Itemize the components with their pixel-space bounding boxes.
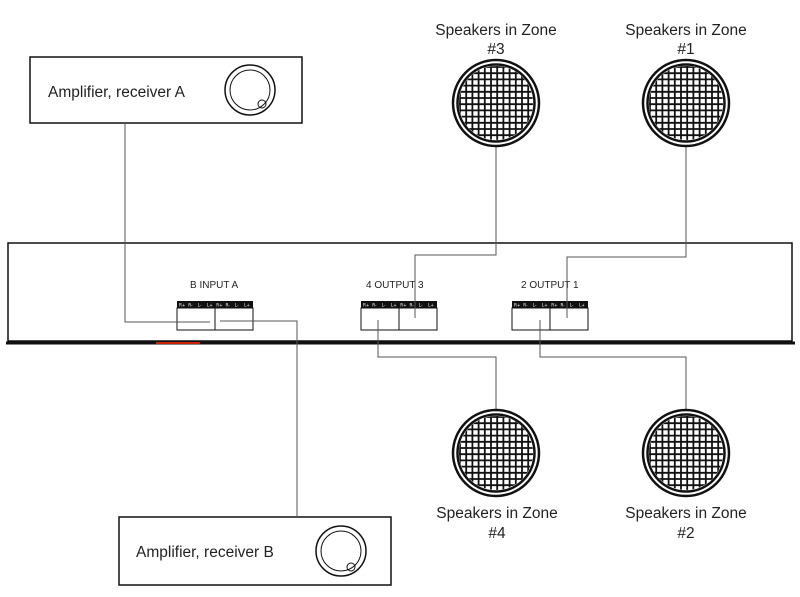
speaker-zone-4-number: #4 [488, 525, 506, 542]
terminal-label: L+ [391, 303, 397, 308]
amplifier-a-box [29, 56, 303, 124]
speaker-icon [641, 408, 731, 498]
amplifier-b-label: Amplifier, receiver B [136, 544, 274, 561]
speaker-zone-3: Speakers in Zone #3 [435, 22, 557, 148]
wire-zone-2 [539, 320, 687, 410]
terminal-label: R+ [363, 303, 370, 308]
speaker-zone-2: Speakers in Zone #2 [625, 408, 747, 542]
terminal-label: R- [372, 303, 377, 308]
terminal-label: L- [198, 303, 202, 308]
wire-amp-a [124, 123, 210, 323]
terminal-label: R- [188, 303, 193, 308]
terminal-label: L+ [207, 303, 213, 308]
speaker-icon [451, 58, 541, 148]
speaker-icon [451, 408, 541, 498]
speaker-zone-1: Speakers in Zone #1 [625, 22, 747, 148]
amplifier-b: Amplifier, receiver B [118, 516, 392, 586]
wire-zone-1 [566, 146, 687, 318]
speaker-zone-1-number: #1 [677, 41, 694, 58]
speaker-zone-1-label: Speakers in Zone [625, 22, 747, 39]
wire-zone-4 [377, 320, 497, 410]
speaker-zone-3-number: #3 [487, 41, 504, 58]
wire-zone-3 [414, 146, 497, 318]
terminal-label: L- [382, 303, 386, 308]
terminal-label: L+ [428, 303, 434, 308]
terminal-label: R+ [514, 303, 521, 308]
volume-knob-icon [315, 525, 367, 577]
terminal-label: R+ [551, 303, 558, 308]
speaker-cone [646, 413, 726, 493]
terminal-label: R+ [400, 303, 407, 308]
speaker-grille [649, 416, 723, 490]
terminal-label: R+ [179, 303, 186, 308]
terminal-label: L- [235, 303, 239, 308]
output-12-label: 2 OUTPUT 1 [521, 280, 579, 291]
output-34-label: 4 OUTPUT 3 [366, 280, 424, 291]
switcher-unit: B INPUT A 4 OUTPUT 3 2 OUTPUT 1 R+R-L-L+… [6, 242, 795, 345]
speaker-zone-4: Speakers in Zone #4 [436, 408, 558, 542]
terminal-label: R+ [216, 303, 223, 308]
wiring [124, 123, 687, 517]
speaker-zone-4-label: Speakers in Zone [436, 505, 558, 522]
speaker-cone [646, 63, 726, 143]
speaker-zone-3-label: Speakers in Zone [435, 22, 557, 39]
speaker-cone [456, 63, 536, 143]
amplifier-b-box [118, 516, 392, 586]
terminal-label: L+ [542, 303, 548, 308]
terminal-label: R- [410, 303, 415, 308]
volume-knob-icon [224, 64, 276, 116]
terminal-label: L+ [579, 303, 585, 308]
terminal-label: R- [561, 303, 566, 308]
wire-amp-b [220, 320, 298, 517]
amplifier-a: Amplifier, receiver A [29, 56, 303, 124]
output-34-terminal-block [360, 301, 438, 331]
terminal-label: L+ [244, 303, 250, 308]
terminal-label: R- [523, 303, 528, 308]
input-label: B INPUT A [190, 280, 238, 291]
terminal-label: L- [570, 303, 574, 308]
terminal-labels: R+R-L-L+R+R-L-L+R+R-L-L+R+R-L-L+R+R-L-L+… [179, 303, 585, 308]
speaker-icon [641, 58, 731, 148]
output-12-terminal-block [511, 301, 589, 331]
terminal-label: L- [419, 303, 423, 308]
terminal-label: R- [226, 303, 231, 308]
speaker-zone-2-label: Speakers in Zone [625, 505, 747, 522]
input-terminal-block [176, 301, 254, 331]
terminal-label: L- [533, 303, 537, 308]
speaker-zone-2-number: #2 [677, 525, 694, 542]
amplifier-a-label: Amplifier, receiver A [48, 84, 186, 101]
speaker-cone [456, 413, 536, 493]
